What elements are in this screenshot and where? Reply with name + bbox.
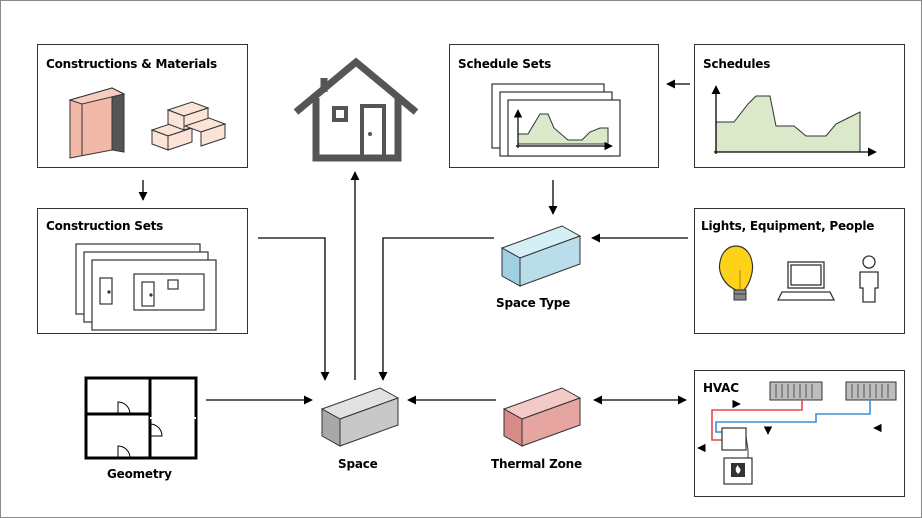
space-type-block [500,225,582,287]
thermal-zone-label: Thermal Zone [491,457,582,471]
geometry-label: Geometry [107,467,172,481]
space-type-label: Space Type [496,296,571,310]
arrow-space-type-to-space [378,237,494,381]
construction-set-sheets-icon [75,243,217,331]
hvac-system-icon [697,381,897,485]
connectors [138,79,690,405]
lights-equipment-people-title: Lights, Equipment, People [701,219,875,233]
constructions-materials-title: Constructions & Materials [46,57,217,71]
lightbulb-icon [718,245,754,301]
schedule-sets-title: Schedule Sets [458,57,552,71]
laptop-icon [776,261,836,301]
schedules-title: Schedules [703,57,771,71]
hvac-title: HVAC [703,381,739,395]
geometry-floorplan-icon [84,376,198,460]
schedule-sets-charts-icon [491,83,621,157]
person-icon [859,255,879,303]
house-icon [293,57,419,162]
bricks-icon [150,101,227,151]
wall-material-icon [68,87,126,159]
thermal-zone-block [502,387,582,447]
space-block [320,387,400,447]
schedules-chart-icon [711,85,877,157]
construction-sets-title: Construction Sets [46,219,164,233]
arrow-construction-sets-to-space [258,237,330,381]
space-label: Space [338,457,378,471]
